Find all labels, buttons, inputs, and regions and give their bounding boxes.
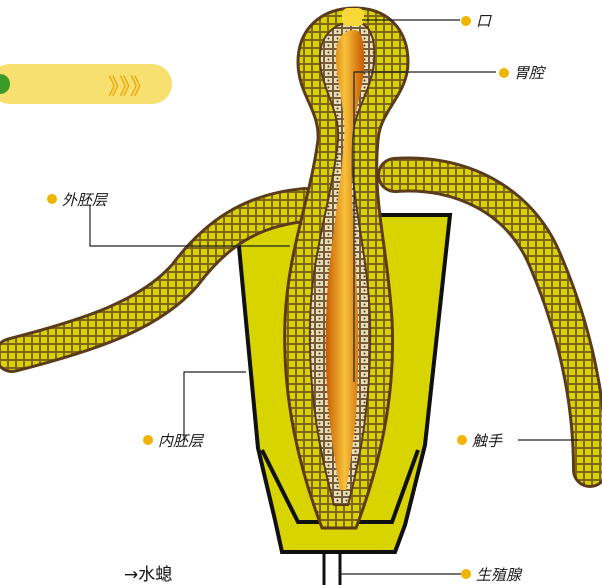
tentacle-label: 触手 xyxy=(472,432,503,450)
side-banner: 》》》 xyxy=(0,64,172,104)
banner-arrows: 》》》 xyxy=(108,75,152,100)
tentacle-marker xyxy=(457,435,467,445)
gastric-cavity-label: 胃腔 xyxy=(514,64,547,82)
gonad-stalk xyxy=(324,552,340,585)
mouth-opening xyxy=(342,8,364,26)
endoderm-marker xyxy=(143,435,153,445)
caption: →水螅 xyxy=(124,565,172,585)
label-ectoderm: 外胚层 xyxy=(47,191,109,209)
label-endoderm: 内胚层 xyxy=(143,432,205,450)
endoderm-label: 内胚层 xyxy=(158,432,205,450)
ectoderm-marker xyxy=(47,194,57,204)
ectoderm-label: 外胚层 xyxy=(62,191,109,209)
label-gastric-cavity: 胃腔 xyxy=(499,64,547,82)
leader-endoderm xyxy=(184,372,246,440)
label-gonad: 生殖腺 xyxy=(461,566,523,584)
mouth-marker xyxy=(461,16,471,26)
gastric-cavity-marker xyxy=(499,68,509,78)
label-mouth: 口 xyxy=(461,12,492,30)
label-tentacle: 触手 xyxy=(457,432,503,450)
gonad-label: 生殖腺 xyxy=(476,566,523,584)
mouth-label: 口 xyxy=(476,12,492,30)
gonad-marker xyxy=(461,569,471,579)
